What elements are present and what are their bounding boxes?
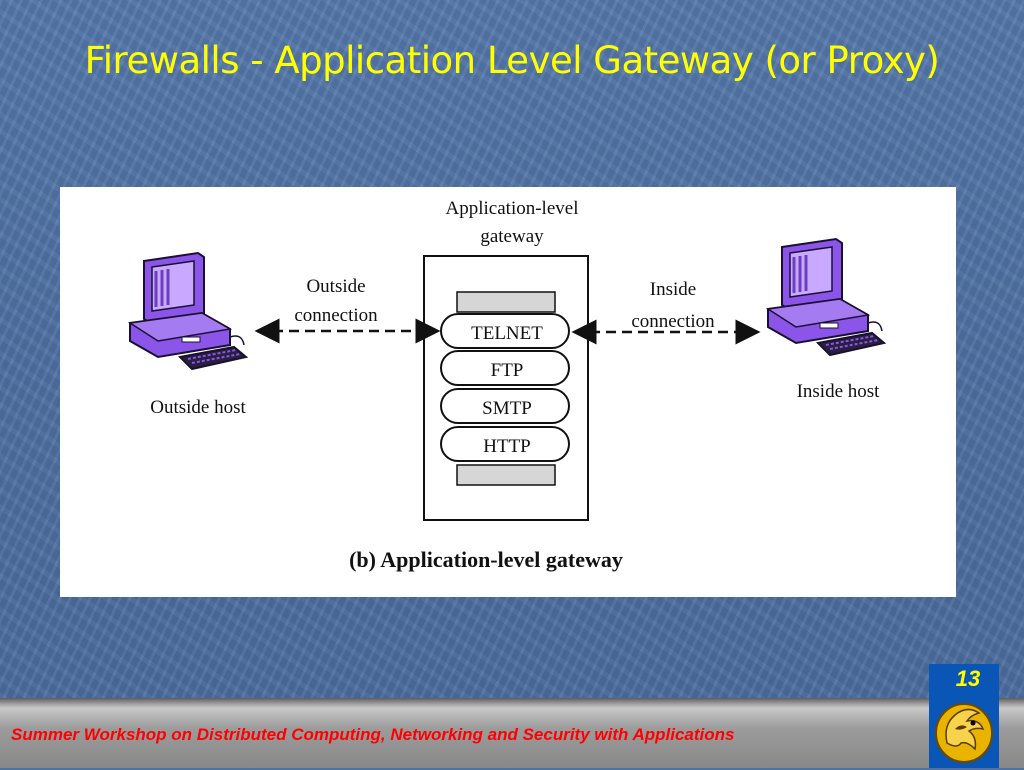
protocol-pill-smtp: [440, 388, 570, 424]
protocol-pill-ftp: [440, 350, 570, 386]
footer-band: [0, 698, 1024, 768]
outside-host-label: Outside host: [150, 397, 246, 418]
protocol-label: FTP: [491, 360, 524, 381]
outside-connection-label-line1: Outside: [306, 276, 365, 297]
protocol-label: HTTP: [483, 436, 531, 457]
inside-connection-label-line2: connection: [631, 311, 715, 332]
page-number: 13: [955, 666, 981, 691]
diagram-canvas: Application-level gateway TELNET FTP SMT…: [128, 198, 886, 572]
gateway-diagram: Application-level gateway TELNET FTP SMT…: [60, 187, 956, 597]
diagram-caption: (b) Application-level gateway: [349, 547, 623, 572]
protocol-label: TELNET: [471, 323, 543, 344]
protocol-pill-telnet: [440, 313, 570, 349]
inside-connection-label-line1: Inside: [650, 279, 696, 300]
gateway-top-bar: [456, 291, 556, 313]
gateway-label-line2: gateway: [480, 226, 544, 247]
outside-connection-label-line2: connection: [294, 305, 378, 326]
protocol-label: SMTP: [482, 398, 532, 419]
footer-text: Summer Workshop on Distributed Computing…: [11, 725, 735, 744]
slide-title: Firewalls - Application Level Gateway (o…: [84, 39, 940, 82]
inside-host-computer-icon: [766, 237, 886, 357]
gateway-bottom-bar: [456, 464, 556, 486]
gateway-label-line1: Application-level: [446, 198, 579, 219]
inside-host-label: Inside host: [797, 381, 881, 402]
protocol-pill-http: [440, 426, 570, 462]
outside-host-computer-icon: [128, 251, 248, 371]
university-logo-icon: [933, 695, 995, 770]
